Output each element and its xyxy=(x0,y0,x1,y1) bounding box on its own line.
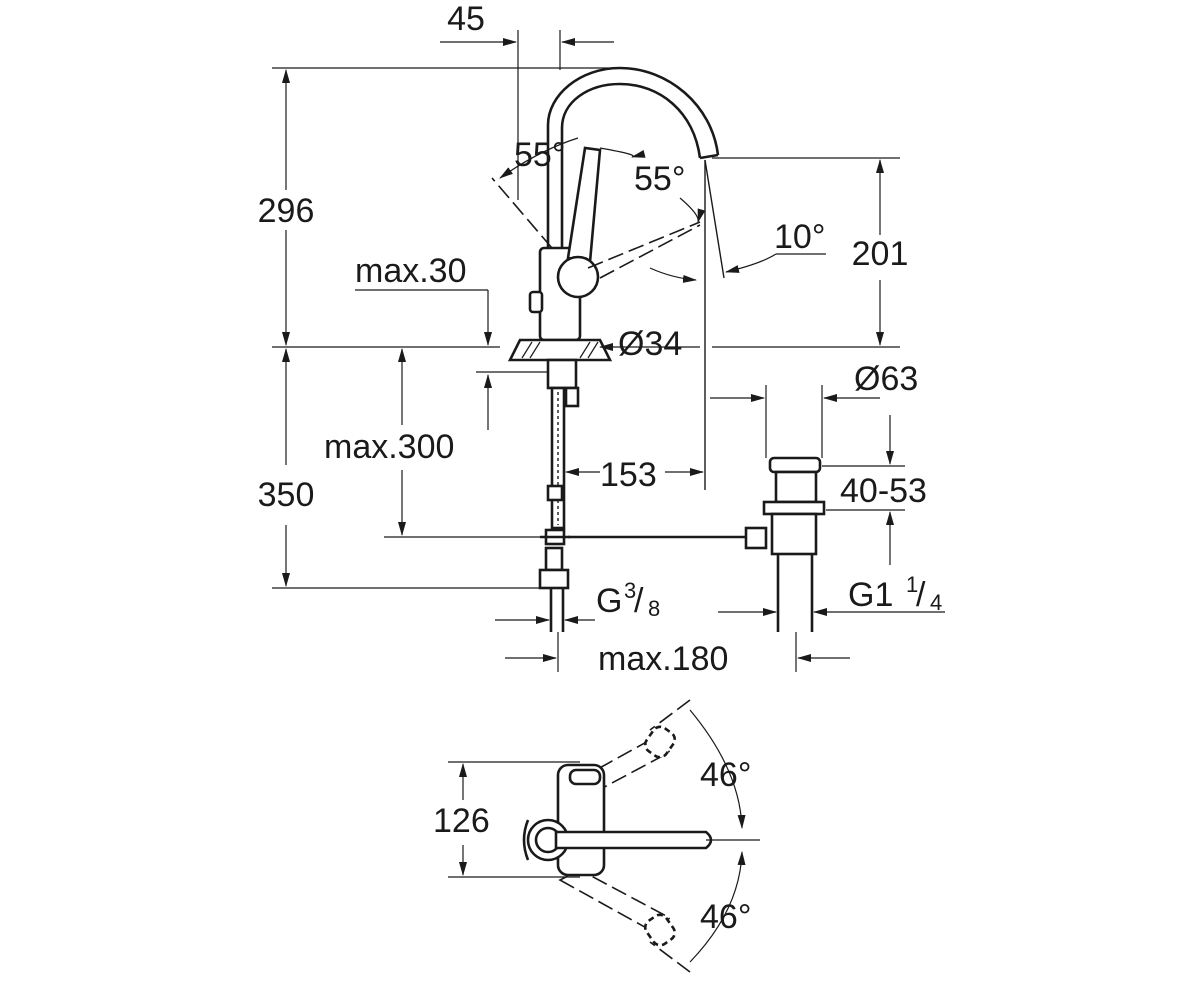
spout-inner xyxy=(560,82,702,250)
drain-body xyxy=(774,470,818,504)
top-view-spout-end xyxy=(568,768,602,786)
top-view-lever xyxy=(554,830,713,850)
shank-nut xyxy=(546,358,578,390)
base-flange xyxy=(507,338,613,362)
dim-max30: max.30 xyxy=(355,252,467,290)
dim-diam-34: Ø34 xyxy=(618,325,682,363)
dim-g-3-8: G 3 / 8 xyxy=(596,578,660,621)
dim-g114-den: 4 xyxy=(930,590,942,615)
dim-201: 201 xyxy=(852,235,909,273)
dim-296: 296 xyxy=(258,192,315,230)
dim-max300: max.300 xyxy=(324,428,454,466)
lever-handle xyxy=(566,146,602,264)
popup-knob xyxy=(528,290,544,314)
faucet-side-view xyxy=(507,66,720,632)
dim-350: 350 xyxy=(258,476,315,514)
top-view-dimensions xyxy=(448,709,760,963)
hose-connector xyxy=(544,546,564,572)
lever-hub xyxy=(556,255,600,299)
dim-g38-base: G xyxy=(596,582,622,620)
spout-outer xyxy=(546,66,720,250)
dim-max180: max.180 xyxy=(598,640,728,678)
faucet-top-view xyxy=(522,699,713,973)
drain-lower xyxy=(770,512,818,556)
dim-153: 153 xyxy=(600,456,657,494)
dim-g38-num: 3 xyxy=(624,578,636,603)
dim-55-left: 55° xyxy=(514,136,565,174)
dim-46-top: 46° xyxy=(700,756,751,794)
dim-40-53: 40-53 xyxy=(840,472,927,510)
lever-swing-indicator xyxy=(491,177,701,279)
drain-flange xyxy=(762,500,826,516)
dim-126: 126 xyxy=(433,802,490,840)
dim-g1-1-4: G1 1 / 4 xyxy=(848,572,942,615)
shank-clip xyxy=(564,386,580,408)
dim-g114-base: G1 xyxy=(848,576,893,614)
dim-46-bottom: 46° xyxy=(700,898,751,936)
spout-tip xyxy=(699,153,719,160)
dimension-lines xyxy=(272,30,945,672)
popup-drain xyxy=(568,456,826,632)
dim-diam-63: Ø63 xyxy=(854,360,918,398)
dim-45: 45 xyxy=(447,0,485,38)
hose-nut xyxy=(538,568,570,590)
hose-ferrule xyxy=(546,484,564,502)
dim-g38-den: 8 xyxy=(648,596,660,621)
rod-pivot xyxy=(744,526,768,550)
drain-plug xyxy=(768,456,822,474)
dim-g114-slash: / xyxy=(916,576,926,614)
dim-g114-num: 1 xyxy=(906,572,918,597)
dim-10-deg: 10° xyxy=(774,218,825,256)
dim-55-right: 55° xyxy=(634,160,685,198)
dim-g38-slash: / xyxy=(634,582,644,620)
